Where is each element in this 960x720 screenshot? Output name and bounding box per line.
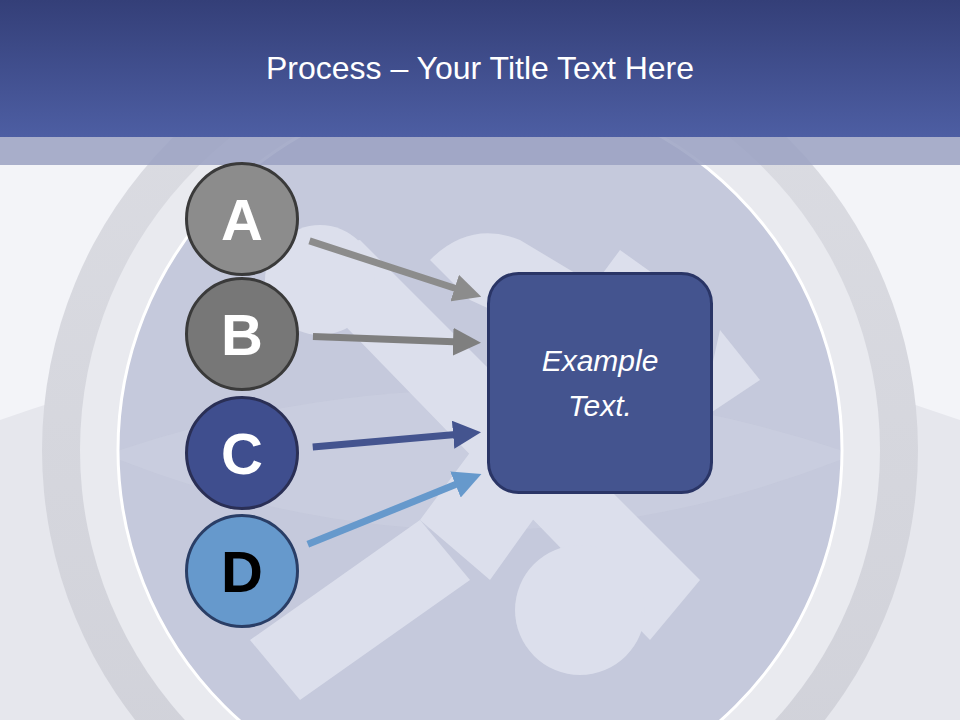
step-letter: B: [221, 301, 263, 368]
step-circle: A: [185, 162, 299, 276]
step-letter: A: [221, 186, 263, 253]
step-circle: C: [185, 396, 299, 510]
flow-arrow: [313, 337, 467, 343]
flow-arrow: [313, 434, 467, 447]
step-letter: D: [221, 538, 263, 605]
slide-title: Process – Your Title Text Here: [0, 50, 960, 87]
box-text: Example Text.: [525, 338, 675, 428]
step-letter: C: [221, 420, 263, 487]
flow-arrow: [308, 479, 469, 544]
box-outline: [487, 272, 713, 494]
step-circle: B: [185, 277, 299, 391]
step-circle: D: [185, 514, 299, 628]
flow-arrow: [310, 241, 468, 293]
process-box: Example Text.: [487, 272, 713, 494]
